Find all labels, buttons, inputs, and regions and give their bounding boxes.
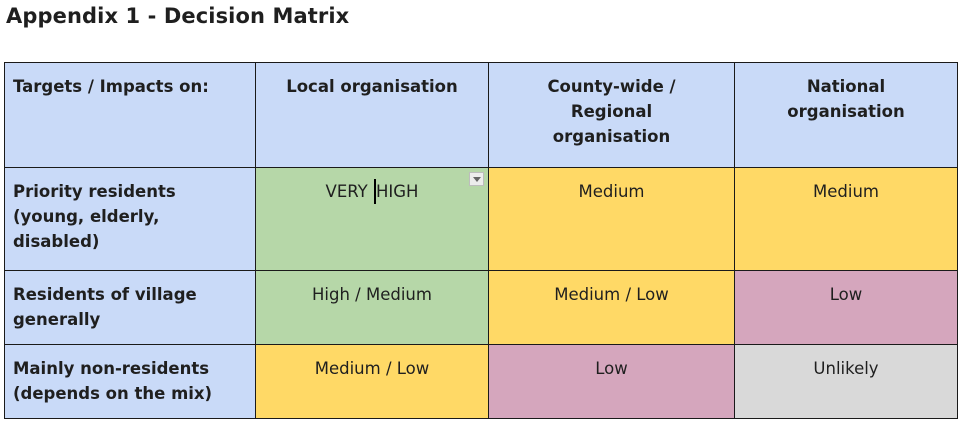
cell-nonres-national[interactable]: Unlikely — [734, 344, 958, 419]
column-header-county[interactable]: County-wide / Regional organisation — [488, 62, 735, 168]
cell-value-before-cursor: VERY — [325, 182, 373, 201]
cell-village-national[interactable]: Low — [734, 270, 958, 345]
cell-priority-county[interactable]: Medium — [488, 167, 735, 271]
corner-header-label: Targets / Impacts on: — [13, 77, 209, 96]
cell-nonres-local[interactable]: Medium / Low — [255, 344, 489, 419]
column-header-label: County-wide / Regional organisation — [547, 77, 676, 146]
cell-value: Low — [595, 359, 628, 378]
cell-value: Medium — [578, 182, 645, 201]
row-header-label: Priority residents (young, elderly, disa… — [13, 182, 176, 251]
cell-content: VERY HIGH — [264, 172, 484, 204]
row-header-label: Residents of village generally — [13, 285, 197, 329]
cell-priority-local-selected[interactable]: VERY HIGH — [255, 167, 489, 271]
column-header-national[interactable]: National organisation — [734, 62, 958, 168]
cell-value: Medium / Low — [554, 285, 669, 304]
header-row: Targets / Impacts on: Local organisation… — [4, 62, 958, 168]
page-title: Appendix 1 - Decision Matrix — [6, 4, 350, 28]
row-header-priority-residents[interactable]: Priority residents (young, elderly, disa… — [4, 167, 256, 271]
column-header-local[interactable]: Local organisation — [255, 62, 489, 168]
row-header-village-residents[interactable]: Residents of village generally — [4, 270, 256, 345]
cell-value: Low — [829, 285, 863, 304]
cell-priority-national[interactable]: Medium — [734, 167, 958, 271]
cell-village-county[interactable]: Medium / Low — [488, 270, 735, 345]
text-cursor — [373, 179, 376, 204]
row-header-label: Mainly non-residents (depends on the mix… — [13, 359, 213, 403]
cell-value-after-cursor: HIGH — [375, 182, 419, 201]
row-header-non-residents[interactable]: Mainly non-residents (depends on the mix… — [4, 344, 256, 419]
cell-nonres-county[interactable]: Low — [488, 344, 735, 419]
table-row: Mainly non-residents (depends on the mix… — [4, 344, 958, 419]
table-row: Residents of village generally High / Me… — [4, 270, 958, 345]
cell-value: Medium / Low — [314, 359, 430, 378]
corner-header-cell[interactable]: Targets / Impacts on: — [4, 62, 256, 168]
column-header-label: National organisation — [787, 77, 905, 121]
dropdown-arrow-icon[interactable] — [469, 172, 484, 186]
cell-village-local[interactable]: High / Medium — [255, 270, 489, 345]
cell-value: Medium — [813, 182, 879, 201]
cell-value: High / Medium — [312, 285, 432, 304]
cell-value: Unlikely — [813, 359, 879, 378]
decision-matrix-table: Targets / Impacts on: Local organisation… — [4, 62, 958, 419]
table-row: Priority residents (young, elderly, disa… — [4, 167, 958, 271]
column-header-label: Local organisation — [286, 77, 458, 96]
